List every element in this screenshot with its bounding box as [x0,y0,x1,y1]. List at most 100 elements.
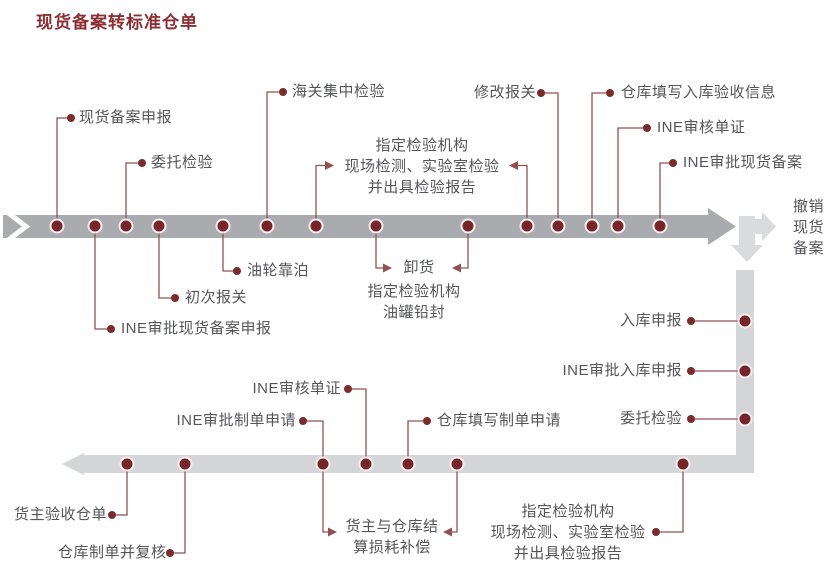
label-ine-review-documents-2: INE审核单证 [252,380,341,397]
connector [94,226,107,330]
label-warehouse-make-and-review-order: 仓库制单并复核 [58,544,167,561]
connector [617,127,643,226]
process-dot [460,218,476,234]
cancel-branch-arrow [731,212,776,262]
label-designated-inspection-bottom: 指定检验机构 现场检测、实验室检验 并出具检验报告 [490,503,646,562]
bullet-icon [652,528,660,536]
process-dot [119,456,135,472]
process-dot [215,218,231,234]
process-dot [358,456,374,472]
bullet-icon [138,159,146,167]
process-dot [652,218,668,234]
arrowhead-left-icon [452,263,461,273]
connector [266,91,279,226]
label-ine-review-documents: INE审核单证 [657,119,746,136]
connector-arrowheads [325,161,518,537]
connector [375,226,383,269]
label-modify-customs-declaration: 修改报关 [473,84,536,101]
bullet-icon [606,89,614,97]
connector [116,464,128,516]
bullet-icon [279,88,287,96]
process-dot [49,218,65,234]
arrowhead-right-icon [325,161,334,170]
label-ine-approve-spot-filing-declare: INE审批现货备案申报 [121,320,272,337]
label-warehouse-fill-receipt-info: 仓库填写入库验收信息 [621,84,777,101]
page-title: 现货备案转标准仓单 [36,13,198,32]
process-dot [368,218,384,234]
bullet-icon [108,511,116,519]
process-dot [449,456,465,472]
connector [125,162,138,226]
connector [56,117,67,226]
bullet-icon [233,267,241,275]
label-owner-warehouse-settlement: 货主与仓库结 算损耗补偿 [345,518,439,556]
label-ine-approve-order-request: INE审批制单申请 [176,412,296,429]
bottom-flow-bar [84,455,754,473]
connector [660,464,684,533]
top-bar-tail-notch [5,210,31,243]
arrowhead-left-icon [443,527,452,537]
process-dot [584,218,600,234]
process-dot [550,218,566,234]
bullet-icon [687,367,695,375]
process-dot [675,456,691,472]
label-bullets [67,88,695,557]
bullet-icon [643,124,651,132]
connector [174,464,186,554]
process-dot [737,411,753,427]
connector [545,92,559,226]
connector [222,226,233,272]
arrowhead-right-icon [383,263,392,273]
bullet-icon [687,317,695,325]
bullet-icon [669,159,677,167]
process-dot [737,363,753,379]
label-first-customs-declaration: 初次报关 [185,289,248,306]
process-dots [49,218,753,472]
process-dot [610,218,626,234]
connector [452,464,458,533]
process-dot [315,456,331,472]
bullet-icon [67,114,75,122]
process-dot [400,456,416,472]
label-warehouse-entry-declare: 入库申报 [619,312,682,329]
process-dot [151,218,167,234]
process-dot [519,218,535,234]
bullet-icon [171,294,179,302]
bullet-icon [537,89,545,97]
bullet-icon [299,417,307,425]
connector [461,226,469,269]
connector [518,164,528,226]
connector [659,162,669,226]
process-dot [259,218,275,234]
label-tank-lead-sealing: 指定检验机构 油罐铅封 [367,283,461,321]
label-ine-approve-spot-filing: INE审批现货备案 [683,154,803,171]
bullet-icon [423,417,431,425]
process-dot [737,313,753,329]
connector [307,420,324,464]
label-customs-central-inspection: 海关集中检验 [292,83,386,100]
connector [352,388,367,464]
bullet-icon [166,549,174,557]
label-owner-accept-receipt: 货主验收仓单 [14,506,108,523]
label-spot-filing-declare: 现货备案申报 [79,109,173,126]
process-dot [308,218,324,234]
bullet-icon [107,325,115,333]
process-dot [177,456,193,472]
connector [407,420,423,464]
bottom-bar-arrowhead [62,453,84,475]
label-unloading: 卸货 [403,259,435,276]
connector-lines [56,91,745,554]
bullet-icon [344,385,352,393]
label-tanker-berthing: 油轮靠泊 [247,262,310,279]
label-cancel-spot-filing: 撤销 现货 备案 [793,198,825,257]
label-entrust-inspection: 委托检验 [151,154,214,171]
label-entrust-inspection-2: 委托检验 [619,410,682,427]
label-ine-approve-entry-declare: INE审批入库申报 [562,362,682,379]
connector [591,92,606,226]
connector [158,226,171,299]
process-dot [118,218,134,234]
process-dot [87,218,103,234]
label-designated-inspection-top: 指定检验机构 现场检测、实验室检验 并出具检验报告 [344,137,500,196]
